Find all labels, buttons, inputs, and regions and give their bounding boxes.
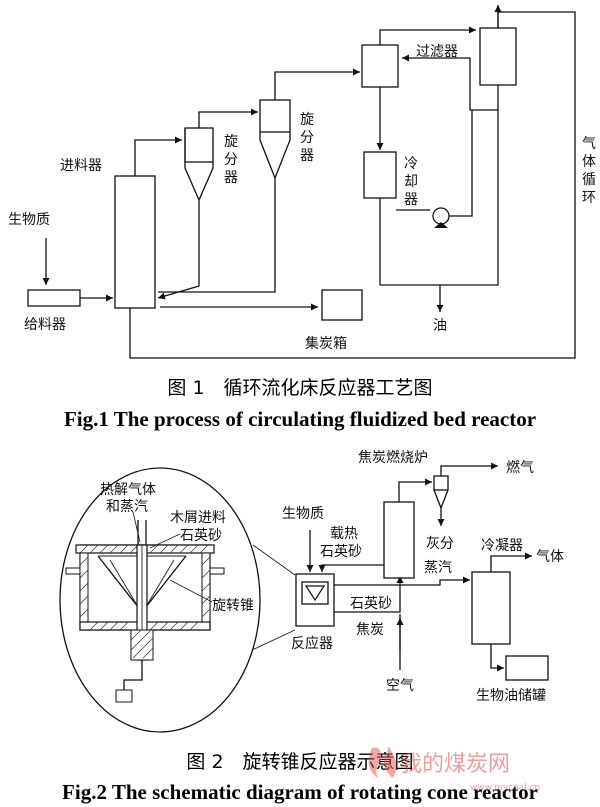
condenser [471, 571, 511, 645]
gas-cycle-char-2: 体 [582, 154, 596, 170]
return-to-filter-line [402, 54, 499, 111]
air-label: 空气 [386, 678, 414, 694]
watermark: 我的煤炭网 www.mycoal.cn [368, 746, 540, 793]
and-vapor-label: 和蒸汽 [106, 499, 148, 515]
gas-cycle-line [129, 11, 576, 359]
filter [361, 44, 399, 88]
feeder-column [114, 175, 156, 309]
cyclone1 [184, 127, 214, 204]
cyclone1-return-line [157, 204, 200, 300]
cyclone1-to-cyclone2-line [198, 111, 250, 128]
cooler-char-1: 冷 [404, 156, 418, 172]
to-tank-arrow [490, 644, 504, 672]
cyclone2-char-3: 器 [300, 148, 314, 164]
cyclone1-char-3: 器 [224, 170, 238, 186]
flue-gas-label: 燃气 [506, 459, 534, 476]
biomass-label: 生物质 [8, 212, 50, 228]
cyclone1-char-1: 旋 [224, 134, 238, 150]
vapor-arrow [334, 576, 470, 586]
gas-cycle-char-3: 循 [582, 172, 596, 188]
reactor-label: 反应器 [291, 635, 333, 652]
watermark-text: 我的煤炭网 [400, 752, 510, 777]
cyclone2-return-line [158, 178, 276, 293]
cooler [363, 151, 397, 199]
char-box [321, 289, 363, 321]
char-furnace-label: 焦炭燃烧炉 [358, 449, 428, 466]
feeding-device [27, 289, 81, 307]
bio-oil-tank-label: 生物油储罐 [476, 688, 546, 704]
cyclone2-char-2: 分 [300, 130, 314, 146]
figure1-caption-cn: 图 1 循环流化床反应器工艺图 [167, 377, 432, 399]
watermark-url: www.mycoal.cn [470, 783, 540, 793]
filter-label: 过滤器 [416, 44, 458, 60]
cyclone2-char-1: 旋 [300, 112, 314, 128]
figure2-caption-cn: 图 2 旋转锥反应器示意图 [186, 751, 413, 773]
pump-icon [432, 207, 450, 225]
figure1-diagram: 进料器 生物质 给料器 集炭箱 油 过滤器 [8, 5, 576, 359]
zoom-circle [59, 467, 261, 733]
furnace-to-cyclone-line [398, 478, 432, 502]
oil-label: 油 [433, 318, 447, 334]
figure1-caption-en: Fig.1 The process of circulating fluidiz… [64, 407, 536, 431]
figure2-caption-en: Fig.2 The schematic diagram of rotating … [62, 780, 538, 804]
gas-out-arrow [490, 552, 532, 572]
bio-oil-tank [505, 655, 549, 681]
rotating-cone-label: 旋转锥 [212, 598, 254, 614]
feeder-to-cyclone1-line [134, 136, 182, 176]
gas-label: 气体 [536, 549, 564, 565]
feeding-device-label: 给料器 [24, 317, 66, 333]
char-box-label: 集炭箱 [305, 335, 347, 352]
cyclone1-char-2: 分 [224, 152, 238, 168]
quartz-sand-top-label: 石英砂 [180, 527, 222, 544]
char-furnace [383, 501, 415, 579]
condenser-label: 冷凝器 [481, 538, 523, 554]
gas-cycle-char-1: 气 [582, 136, 596, 152]
flue-gas-arrow [440, 462, 498, 476]
heat-carrier-label: 载热 [330, 526, 358, 542]
vapor-label: 蒸汽 [424, 560, 452, 576]
wood-feed-label: 木屑进料 [170, 510, 226, 526]
figure1-vertical-labels: 旋 分 器 旋 分 器 冷 却 器 气 体 循 环 [224, 112, 596, 208]
filter-to-unit-line [379, 26, 476, 45]
figure2-diagram: 热解气体 和蒸汽 木屑进料 石英砂 旋转锥 生物质 载热 石英砂 反应器 焦炭燃… [59, 449, 564, 733]
gas-unit [479, 27, 517, 86]
heat-carrier-sand-label: 石英砂 [320, 543, 362, 560]
small-cyclone [433, 475, 449, 510]
cone-icon [304, 585, 326, 602]
loop-line [380, 110, 499, 286]
cyclone2-to-filter-line [274, 68, 360, 100]
pyrolysis-gas-label: 热解气体 [100, 482, 156, 498]
rotating-cone-reactor-drawing [65, 511, 225, 703]
cooler-char-3: 器 [404, 192, 418, 208]
gas-cycle-char-4: 环 [582, 190, 596, 206]
feeder-label: 进料器 [60, 158, 102, 174]
cooler-char-2: 却 [404, 174, 418, 190]
flame-logo-icon [368, 746, 397, 778]
quartz-sand-label: 石英砂 [350, 595, 392, 612]
biomass-label-2: 生物质 [282, 506, 324, 522]
sand-char-arrow [334, 576, 404, 613]
ash-label: 灰分 [426, 536, 454, 552]
char-label: 焦炭 [356, 622, 384, 638]
cyclone2 [259, 99, 291, 180]
